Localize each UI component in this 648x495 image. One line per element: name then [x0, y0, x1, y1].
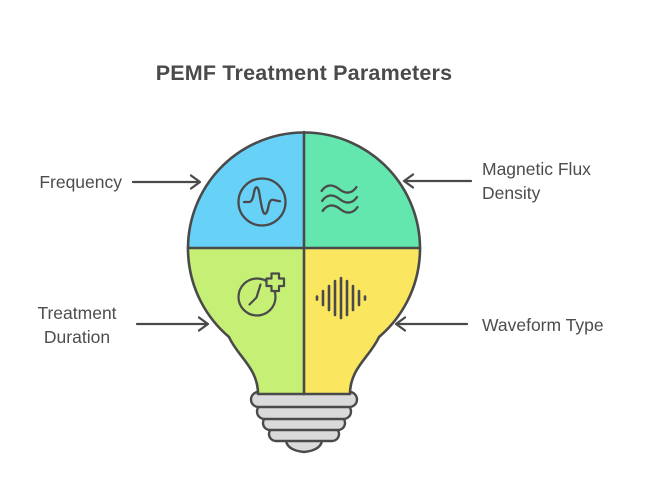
label-magnetic-line2: Density — [482, 183, 541, 203]
label-waveform-text: Waveform Type — [482, 315, 604, 335]
frequency-arrow — [131, 174, 202, 190]
label-frequency: Frequency — [20, 170, 122, 194]
audio-waveform-bars-icon — [315, 276, 367, 320]
label-treatment-line2: Duration — [43, 327, 111, 347]
label-magnetic-flux-density: Magnetic Flux Density — [482, 157, 632, 205]
quadrant-frequency — [188, 132, 304, 248]
waveform-type-arrow — [394, 316, 469, 332]
bulb-screw-base — [249, 390, 359, 454]
label-treatment-duration: Treatment Duration — [22, 301, 132, 349]
quadrant-magnetic-flux — [304, 132, 420, 248]
label-frequency-text: Frequency — [39, 172, 122, 192]
magnetic-flux-arrow — [402, 173, 473, 189]
pulse-wave-circle-icon — [237, 177, 287, 227]
quadrant-waveform-type — [304, 248, 421, 394]
bulb-outline — [186, 130, 422, 396]
label-magnetic-line1: Magnetic Flux — [482, 159, 591, 179]
magnetic-waves-icon — [320, 184, 359, 214]
label-waveform-type: Waveform Type — [482, 313, 642, 337]
clock-plus-icon — [237, 272, 286, 317]
page-title: PEMF Treatment Parameters — [155, 61, 453, 85]
treatment-duration-arrow — [135, 316, 210, 332]
label-treatment-line1: Treatment — [37, 303, 117, 323]
